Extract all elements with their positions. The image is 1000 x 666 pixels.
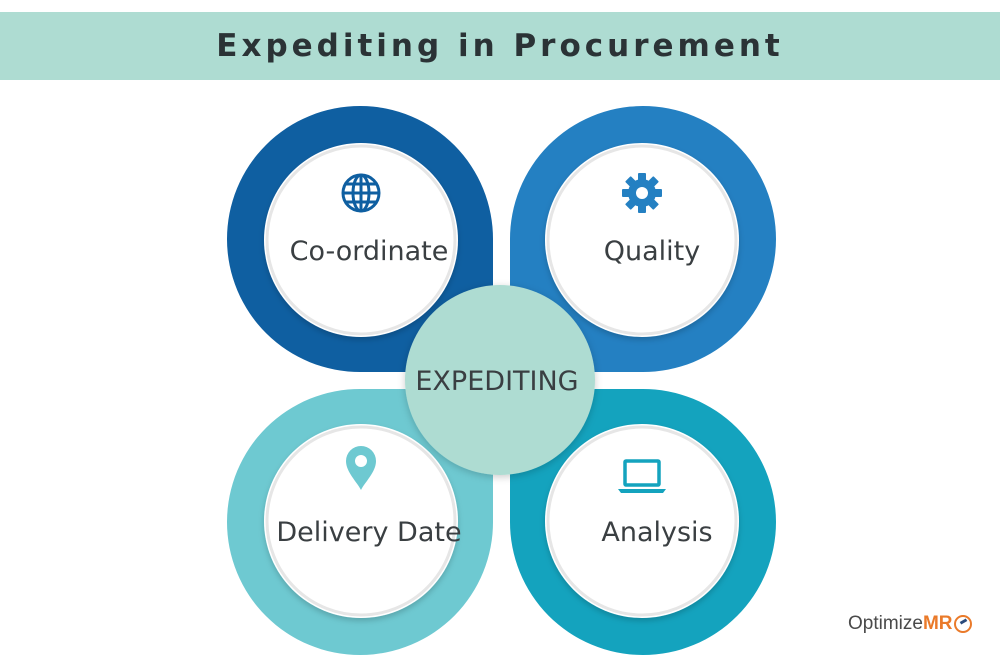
inner-ring-delivery-date (265, 425, 457, 617)
node-label-coordinate: Co-ordinate (290, 236, 449, 267)
page-title: Expediting in Procurement (216, 28, 784, 64)
gear-icon (622, 173, 662, 213)
logo-o-icon (953, 615, 972, 633)
inner-ring-quality (546, 144, 738, 336)
center-circle (405, 285, 595, 475)
title-bar: Expediting in Procurement (0, 12, 1000, 80)
node-delivery-date: Delivery Date (227, 388, 494, 655)
inner-circle-quality (545, 143, 739, 337)
node-analysis: Analysis (509, 388, 776, 655)
location-pin-icon (346, 446, 376, 490)
laptop-icon (618, 459, 666, 493)
inner-circle-analysis (545, 424, 739, 618)
logo-prefix: Optimize (848, 613, 923, 634)
node-label-analysis: Analysis (601, 517, 712, 548)
node-coordinate: Co-ordinate (227, 106, 494, 373)
center-label: EXPEDITING (415, 366, 578, 397)
logo-accent: MR (922, 613, 953, 634)
node-label-delivery-date: Delivery Date (276, 517, 461, 548)
inner-ring-coordinate (265, 144, 457, 336)
globe-icon (341, 173, 381, 213)
inner-ring-analysis (546, 425, 738, 617)
inner-circle-coordinate (264, 143, 458, 337)
node-quality: Quality (509, 106, 776, 373)
inner-circle-delivery-date (264, 424, 458, 618)
node-label-quality: Quality (604, 236, 700, 267)
center-node: EXPEDITING (405, 285, 595, 475)
